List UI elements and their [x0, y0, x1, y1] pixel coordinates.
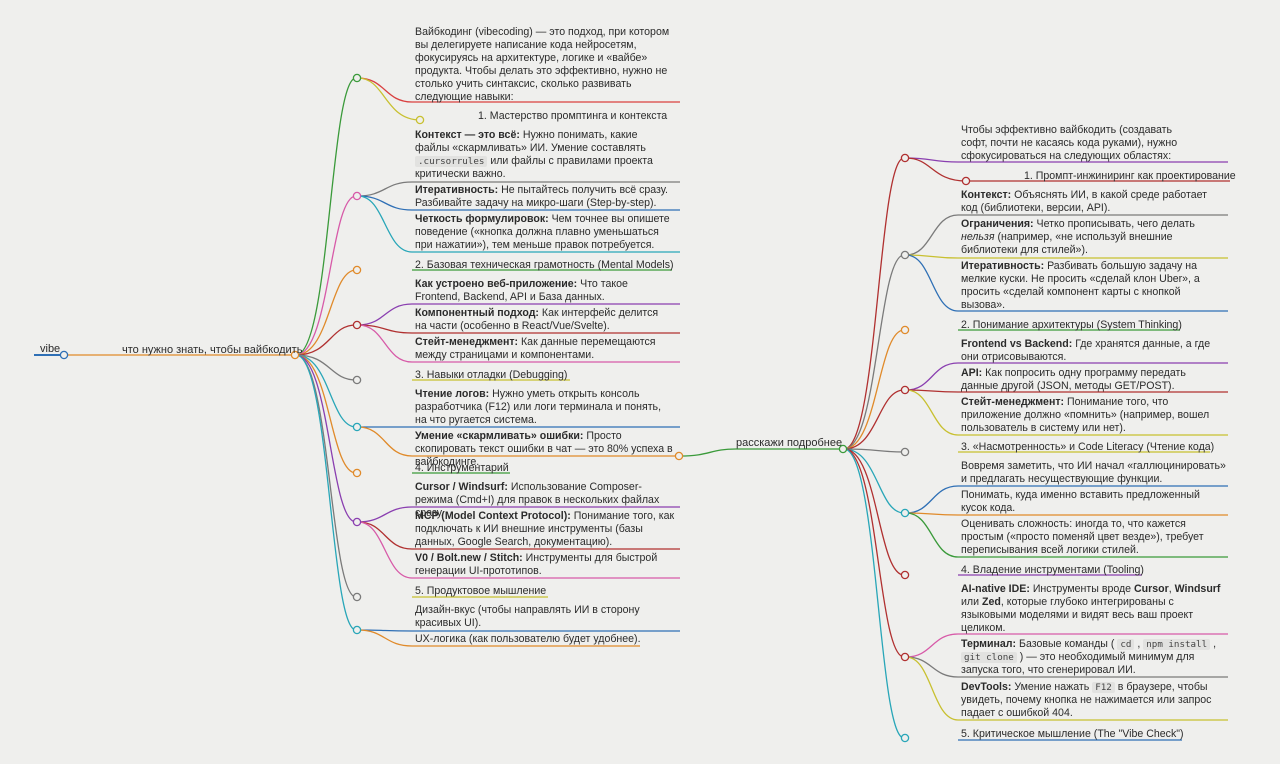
note-web-app[interactable]: Как устроено веб-приложение: Что такое F…: [415, 278, 628, 303]
note-complexity[interactable]: Оценивать сложность: иногда то, что каже…: [961, 518, 1204, 556]
note-insert-code[interactable]: Понимать, куда именно вставить предложен…: [961, 489, 1200, 514]
note-terminal[interactable]: Терминал: Базовые команды ( cd , npm ins…: [961, 638, 1217, 676]
topic-product[interactable]: 5. Продуктовое мышление: [415, 585, 547, 597]
note-api[interactable]: API: Как попросить одну программу переда…: [961, 367, 1186, 392]
topic-prompting[interactable]: 1. Мастерство промптинга и контекста: [478, 110, 668, 122]
topic-architecture[interactable]: 2. Понимание архитектуры (System Thinkin…: [961, 319, 1182, 331]
topic-prompt-engineering[interactable]: 1. Промпт-инжиниринг как проектирование: [1024, 170, 1236, 182]
note-devtools[interactable]: DevTools: Умение нажать F12 в браузере, …: [961, 681, 1212, 719]
branch-question-1[interactable]: что нужно знать, чтобы вайбкодить: [122, 344, 303, 356]
topic-tools[interactable]: 4. Инструментарий: [415, 462, 509, 474]
note-design-taste[interactable]: Дизайн-вкус (чтобы направлять ИИ в сторо…: [415, 604, 640, 629]
note-frontend-backend[interactable]: Frontend vs Backend: Где хранятся данные…: [961, 338, 1211, 363]
topic-critical-thinking[interactable]: 5. Критическое мышление (The "Vibe Check…: [961, 728, 1184, 740]
topic-code-literacy[interactable]: 3. «Насмотренность» и Code Literacy (Чте…: [961, 441, 1215, 453]
note-mcp[interactable]: MCP (Model Context Protocol): Понимание …: [415, 510, 675, 548]
note-ide[interactable]: AI-native IDE: Инструменты вроде Cursor,…: [961, 583, 1221, 634]
note-cursor[interactable]: Cursor / Windsurf: Использование Compose…: [415, 481, 660, 519]
topic-tooling[interactable]: 4. Владение инструментами (Tooling): [961, 564, 1144, 576]
root-node[interactable]: vibe: [40, 343, 61, 355]
note-logs[interactable]: Чтение логов: Нужно уметь открыть консол…: [415, 388, 662, 426]
note-context[interactable]: Контекст — это всё: Нужно понимать, каки…: [415, 129, 653, 180]
note-components[interactable]: Компонентный подход: Как интерфейс делит…: [415, 307, 659, 332]
note-context-2[interactable]: Контекст: Объяснять ИИ, в какой среде ра…: [961, 189, 1207, 214]
note-iterative[interactable]: Итеративность: Не пытайтесь получить всё…: [415, 184, 668, 209]
note-state-2[interactable]: Стейт-менеджмент: Понимание того, что пр…: [961, 396, 1210, 434]
note-hallucination[interactable]: Вовремя заметить, что ИИ начал «галлюцин…: [961, 460, 1226, 485]
branch2-intro[interactable]: Чтобы эффективно вайбкодить (создавать с…: [961, 124, 1178, 162]
note-errors[interactable]: Умение «скармливать» ошибки: Просто скоп…: [415, 430, 673, 468]
note-clarity[interactable]: Четкость формулировок: Чем точнее вы опи…: [415, 213, 670, 251]
topic-tech-literacy[interactable]: 2. Базовая техническая грамотность (Ment…: [415, 259, 674, 271]
note-iterative-2[interactable]: Итеративность: Разбивать большую задачу …: [961, 260, 1200, 311]
note-ux[interactable]: UX-логика (как пользователю будет удобне…: [415, 633, 641, 645]
note-state[interactable]: Стейт-менеджмент: Как данные перемещаютс…: [415, 336, 656, 361]
branch1-intro[interactable]: Вайбкодинг (vibecoding) — это подход, пр…: [415, 26, 670, 103]
branch-question-2[interactable]: расскажи подробнее: [736, 437, 843, 449]
note-limits[interactable]: Ограничения: Четко прописывать, чего дел…: [961, 218, 1195, 256]
topic-debugging[interactable]: 3. Навыки отладки (Debugging): [415, 369, 568, 381]
note-v0[interactable]: V0 / Bolt.new / Stitch: Инструменты для …: [415, 552, 658, 577]
